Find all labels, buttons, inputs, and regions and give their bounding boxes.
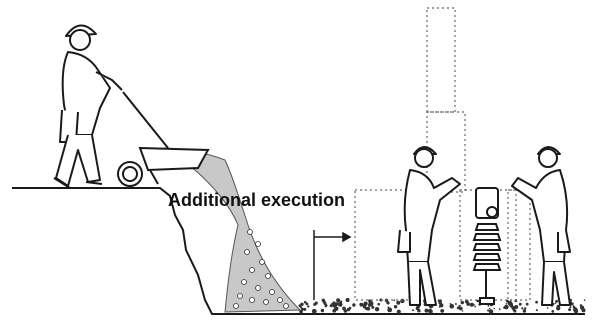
gravel-stone [523, 309, 526, 312]
wheelbarrow [118, 92, 208, 186]
gravel-stone [499, 308, 501, 310]
gravel-stone [440, 309, 444, 313]
gravel-stone [326, 305, 328, 307]
gravel-stone [303, 308, 306, 311]
gravel-stone [474, 306, 476, 308]
gravel-stone [344, 309, 348, 313]
gravel-stone [473, 304, 475, 306]
gravel-stone [386, 301, 389, 304]
gravel-stone [304, 301, 307, 304]
gravel-stone [440, 304, 443, 307]
gravel-stone [393, 299, 395, 301]
gravel-stone [349, 307, 352, 310]
gravel-stone [584, 299, 586, 301]
additional-execution-label: Additional execution [168, 190, 345, 211]
gravel-stone [513, 310, 516, 313]
gravel-stone [555, 302, 557, 304]
gravel-stone [568, 308, 571, 311]
gravel-stone [535, 301, 538, 304]
gravel-stone [504, 305, 509, 310]
gravel-stone [377, 303, 380, 306]
slurry-pour [165, 148, 300, 312]
gravel-stone [489, 309, 493, 313]
gravel-stone [551, 310, 554, 313]
gravel-stone [363, 305, 367, 309]
dotted-structure [355, 8, 530, 300]
gravel-stone [315, 302, 318, 305]
gravel-stone [312, 309, 317, 314]
gravel-stone [521, 307, 523, 309]
gravel-stone [524, 307, 526, 309]
gravel-stone [307, 305, 309, 307]
worker-left-of-rammer [398, 147, 460, 305]
gravel-stone [536, 309, 538, 311]
gravel-stone [459, 307, 463, 311]
gravel-stone [359, 303, 363, 307]
gravel-stone [335, 302, 338, 305]
gravel-stone [462, 310, 464, 312]
gravel-stone [455, 303, 457, 305]
gravel-stone [299, 310, 303, 314]
gravel-stone [352, 303, 355, 306]
gravel-stone [488, 305, 490, 307]
gravel-stone [575, 310, 577, 312]
gravel-stone [367, 307, 371, 311]
gravel-stone [519, 303, 522, 306]
gravel-stone [387, 308, 392, 313]
gravel-stone [412, 309, 414, 311]
gravel-stone [425, 309, 429, 313]
gravel-stone [459, 305, 461, 307]
gravel-stone [466, 302, 470, 306]
gravel-stone [461, 301, 464, 304]
gravel-stone [394, 305, 397, 308]
gravel-stone [494, 308, 496, 310]
gravel-stone [371, 306, 374, 309]
rammer-machine [474, 188, 500, 304]
gravel-stone [489, 308, 491, 310]
gravel-stone [346, 298, 350, 302]
gravel-stone [375, 307, 379, 311]
gravel-stone [340, 301, 343, 304]
gravel-stone [336, 298, 340, 302]
worker-pushing-wheelbarrow [54, 25, 122, 188]
gravel-stone [510, 305, 513, 308]
gravel-stone [396, 301, 400, 305]
gravel-stone [369, 301, 374, 306]
additional-execution-marker [314, 230, 350, 300]
gravel-stone [300, 306, 302, 308]
gravel-stone [526, 303, 529, 306]
gravel-stone [555, 300, 558, 303]
gravel-stone [417, 309, 420, 312]
gravel-stone [569, 306, 571, 308]
gravel-stone [400, 299, 404, 303]
gravel-stone [450, 304, 455, 309]
worker-right-of-rammer [512, 147, 570, 305]
gravel-stone [397, 310, 401, 314]
gravel-stone [506, 303, 508, 305]
gravel-stone [364, 302, 367, 305]
gravel-stone [582, 308, 586, 312]
gravel-stone [430, 309, 432, 311]
gravel-stone [556, 306, 560, 310]
gravel-stone [514, 305, 518, 309]
gravel-stone [332, 301, 335, 304]
gravel-stone [334, 307, 338, 311]
gravel-stone [547, 307, 549, 309]
gravel-stone [322, 310, 324, 312]
